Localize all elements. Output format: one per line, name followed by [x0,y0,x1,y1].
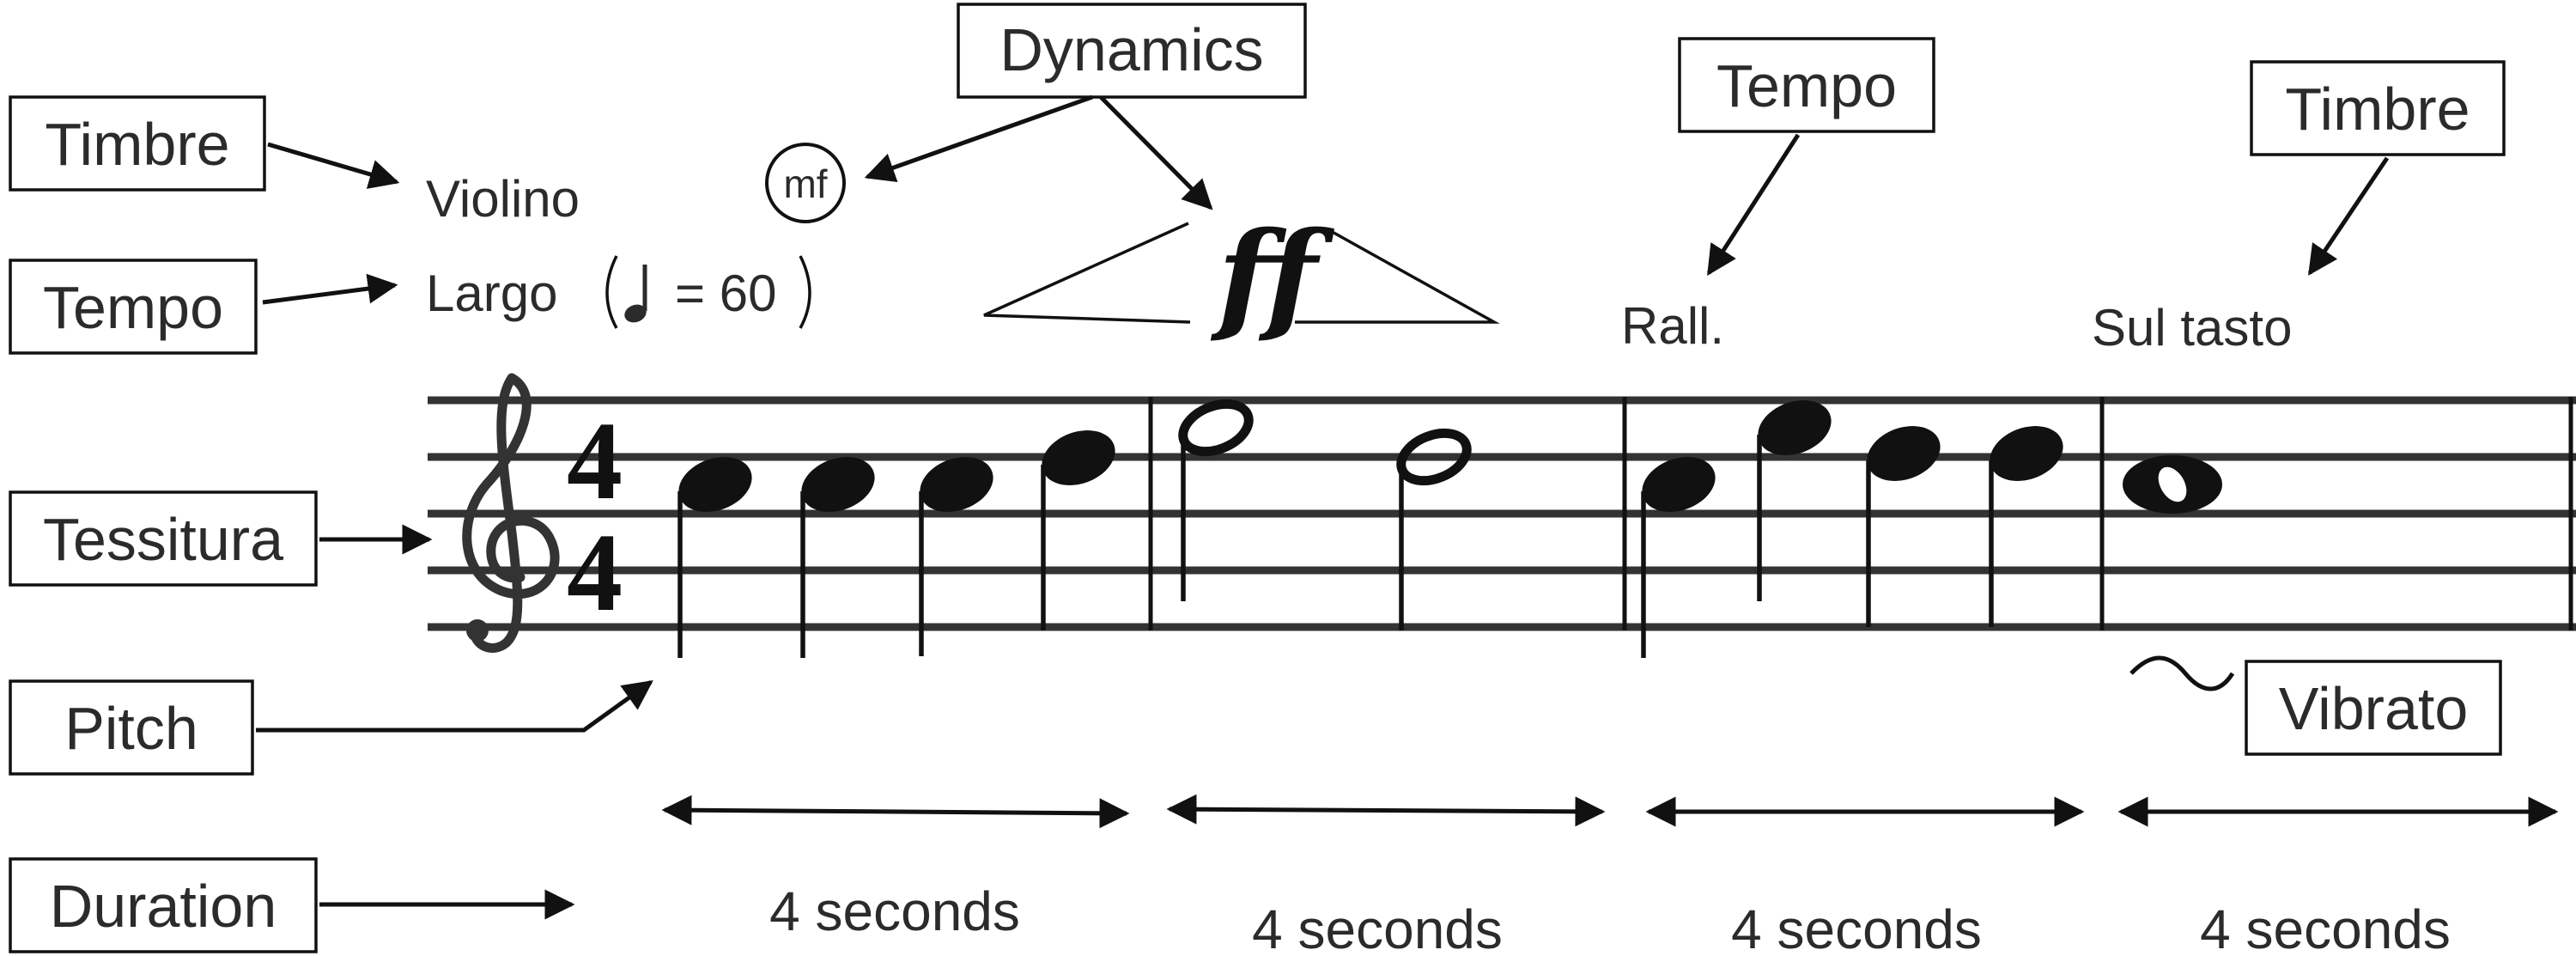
label-tessitura-text: Tessitura [43,506,283,573]
label-pitch: Pitch [9,679,254,776]
rall-marking: Rall. [1621,297,1724,355]
measure-1 [677,430,1115,658]
note [1866,426,1941,627]
note [2123,455,2222,514]
label-timbre-left-text: Timbre [45,111,229,178]
measure-2 [1178,399,1472,630]
decrescendo-hairpin [1295,228,1500,324]
tempo-marking-text: Largo [426,265,557,322]
crescendo-hairpin [983,222,1191,324]
note [1757,400,1832,601]
staff [428,396,2576,631]
note [1989,426,2063,627]
note [919,457,993,656]
label-tempo-left: Tempo [9,259,258,355]
label-timbre-left: Timbre [9,95,266,192]
duration-arrow-2 [1166,794,1606,827]
time-signature-top: 4 [567,399,623,523]
duration-arrows [661,794,2559,829]
label-duration-text: Duration [50,873,277,940]
duration-label-1: 4 seconds [769,880,1020,942]
dynamic-mf-badge: mf [765,143,846,223]
label-tempo-right-text: Tempo [1716,52,1897,119]
note [1178,399,1254,601]
label-tessitura: Tessitura [9,490,318,587]
label-dynamics: Dynamics [957,3,1307,99]
label-vibrato-text: Vibrato [2279,675,2469,742]
note [800,457,875,658]
treble-clef-icon [462,373,560,653]
note [1641,457,1716,658]
note [677,457,752,658]
time-signature-bottom: 4 [567,511,623,635]
label-pitch-text: Pitch [64,695,198,762]
paren-left [605,255,618,329]
label-tempo-left-text: Tempo [43,274,223,341]
paren-right [799,255,811,329]
note [1041,430,1115,630]
dynamic-ff-text: ff [1210,206,1335,347]
duration-label-4: 4 seconds [2200,898,2451,956]
label-timbre-right-text: Timbre [2285,76,2470,143]
sul-tasto-marking: Sul tasto [2092,299,2292,356]
duration-arrow-1 [661,795,1130,829]
duration-label-2: 4 seconds [1252,898,1503,956]
dynamic-mf-text: mf [783,161,827,206]
tempo-value: = 60 [675,265,776,322]
measure-3 [1641,400,2063,658]
instrument-name: Violino [426,170,580,228]
duration-label-3: 4 seconds [1731,898,1982,956]
label-dynamics-text: Dynamics [999,16,1263,83]
label-timbre-right: Timbre [2250,60,2506,156]
measure-4 [2123,455,2222,514]
quarter-note-icon [624,265,647,323]
label-tempo-right: Tempo [1678,37,1935,133]
label-duration: Duration [9,857,318,953]
vibrato-wave-icon [2129,655,2235,691]
note [1396,428,1472,630]
annotation-arrows [256,94,2390,920]
label-vibrato: Vibrato [2245,660,2502,756]
